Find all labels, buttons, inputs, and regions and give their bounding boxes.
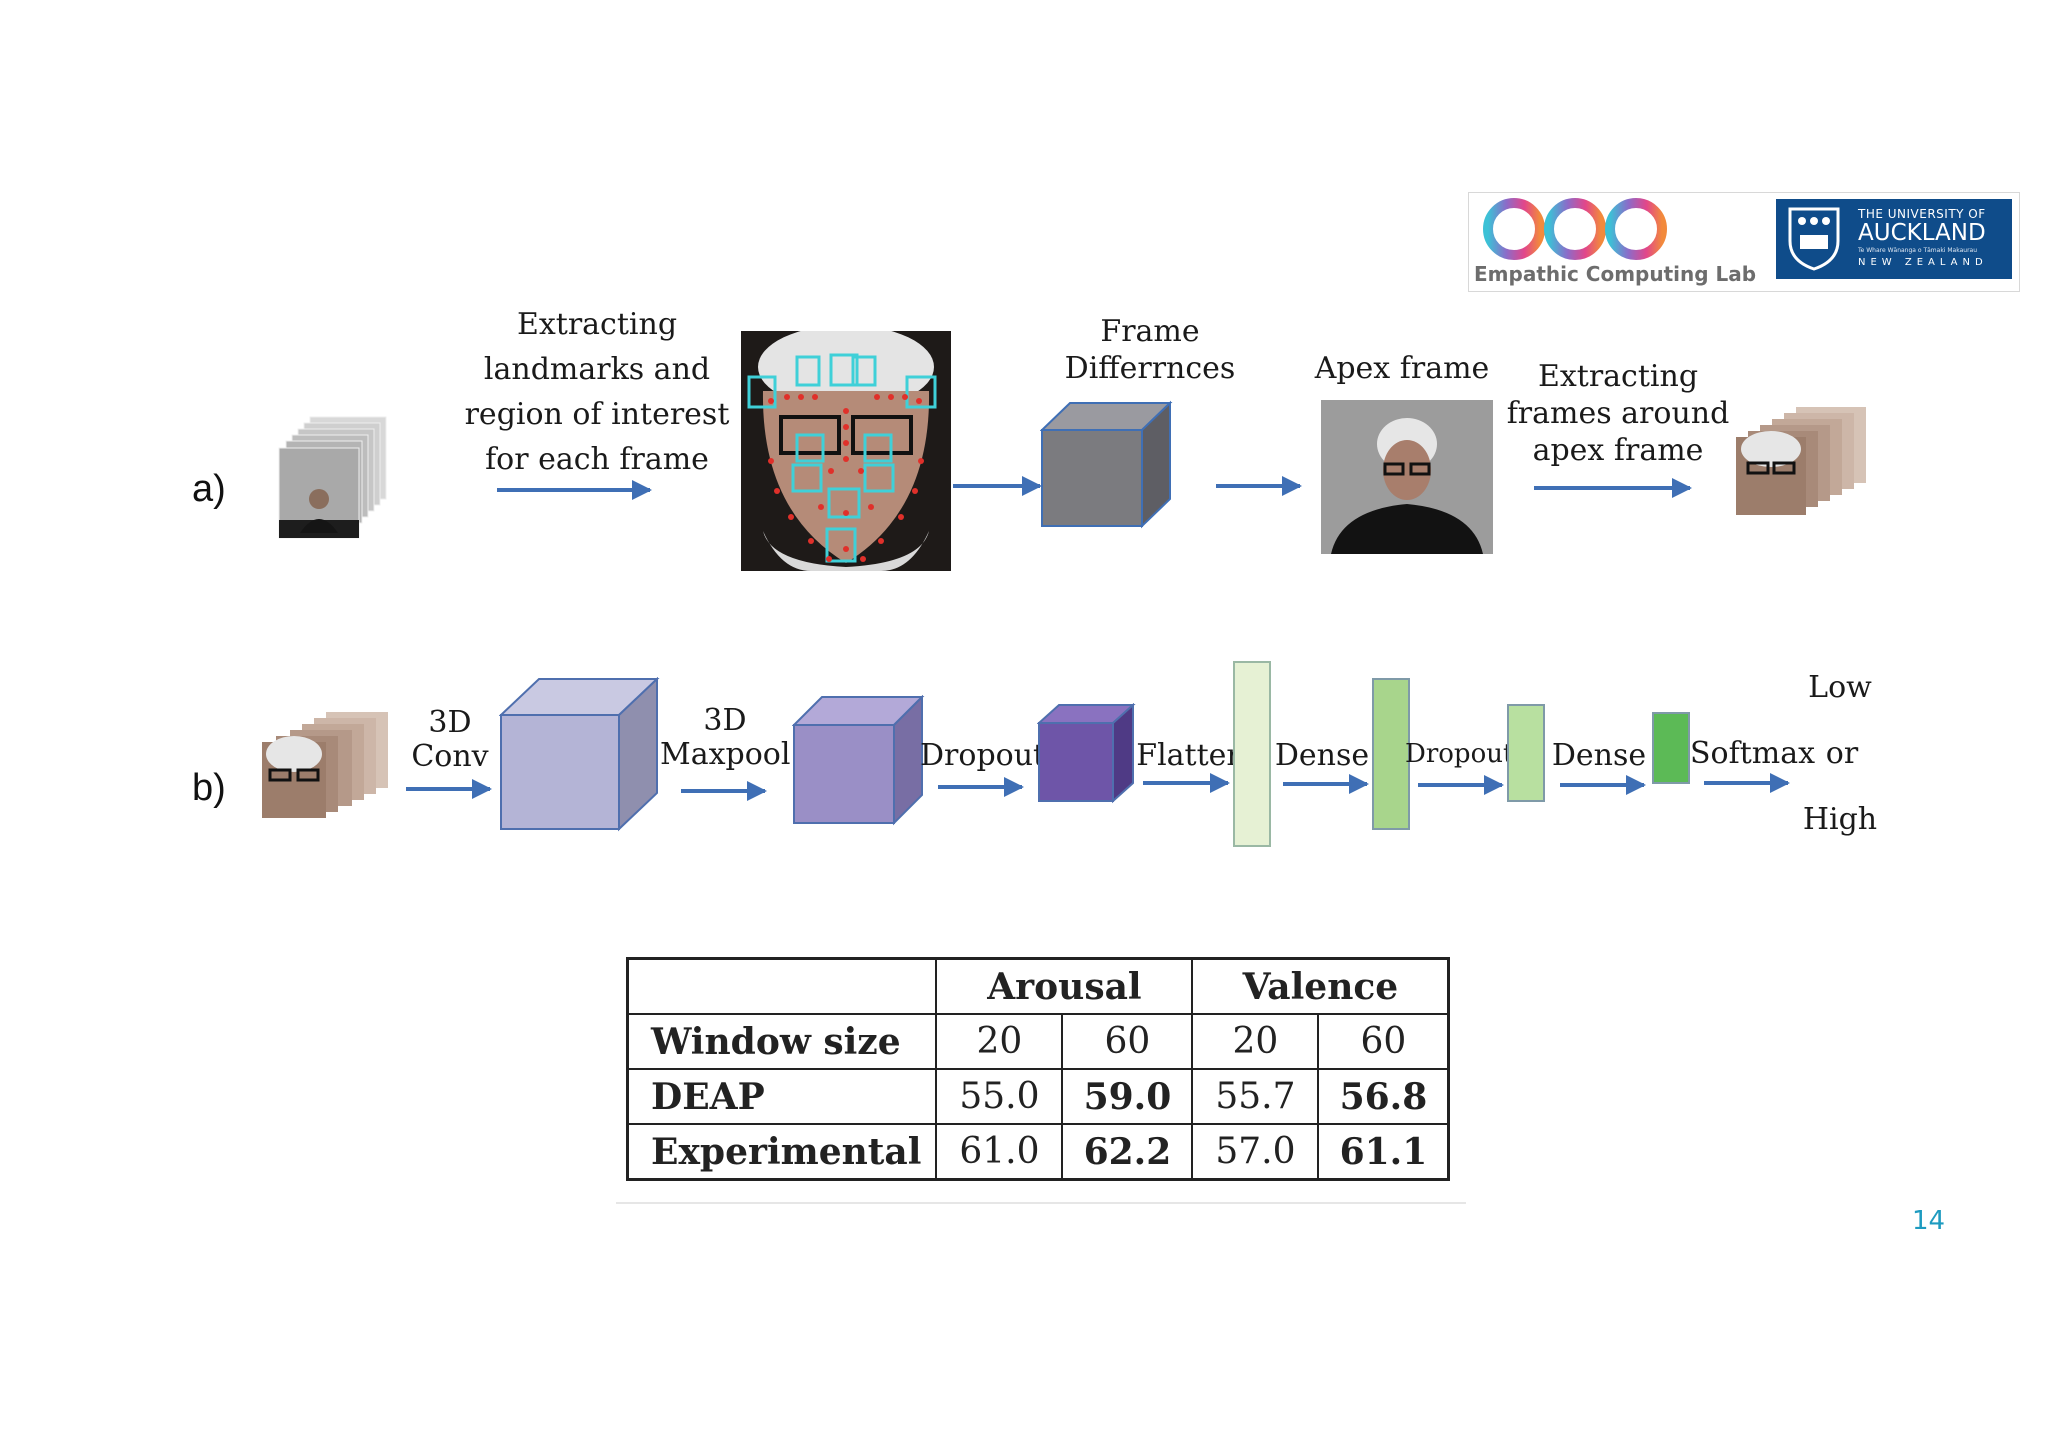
row-a-label: a) xyxy=(192,468,226,510)
face-landmarks-image xyxy=(741,331,951,571)
table-divider xyxy=(616,1202,1466,1204)
dropout1-label: Dropout xyxy=(920,738,1046,773)
apex-frame-image xyxy=(1321,400,1493,554)
crest-icon xyxy=(1788,207,1840,271)
table-cell: 20 xyxy=(1191,1013,1320,1070)
table-cell: 55.0 xyxy=(935,1068,1064,1125)
university-line4: NEW ZEALAND xyxy=(1858,257,1988,268)
table-header-row: Arousal Valence xyxy=(626,957,1450,1015)
valence-header: Valence xyxy=(1191,957,1450,1015)
table-row: Window size 20 60 20 60 xyxy=(626,1013,1450,1070)
infinity-loops-logo-icon xyxy=(1483,198,1667,260)
row-header: DEAP xyxy=(626,1068,938,1125)
roi-boxes xyxy=(747,353,937,563)
table-cell: 61.0 xyxy=(935,1123,1064,1181)
page-number: 14 xyxy=(1912,1206,1946,1236)
frame-differences-label: Frame Differrnces xyxy=(1064,314,1236,386)
table-cell: 60 xyxy=(1061,1013,1194,1070)
conv3d-block xyxy=(499,677,660,832)
frame-diff-cube xyxy=(1040,400,1173,529)
input-frames-stack xyxy=(262,712,388,818)
softmax-layer xyxy=(1652,712,1690,784)
results-table: Arousal Valence Window size 20 60 20 60 … xyxy=(626,957,1451,1181)
table-cell: 59.0 xyxy=(1061,1068,1194,1125)
maxpool-block xyxy=(792,695,925,826)
table-cell: 56.8 xyxy=(1317,1068,1450,1125)
flatten-label: Flatten xyxy=(1136,738,1246,773)
conv-label: 3D Conv xyxy=(411,705,489,774)
table-cell: 55.7 xyxy=(1191,1068,1320,1125)
university-line1: THE UNIVERSITY OF xyxy=(1858,207,1986,221)
apex-frames-stack xyxy=(1736,407,1866,515)
university-line3: Te Whare Wānanga o Tāmaki Makaurau xyxy=(1858,247,1978,254)
table-corner-cell xyxy=(626,957,938,1015)
university-line2: AUCKLAND xyxy=(1858,220,1986,246)
arousal-header: Arousal xyxy=(935,957,1194,1015)
output-or-label: or xyxy=(1825,736,1859,771)
landmark-dots xyxy=(768,394,924,562)
table-cell: 61.1 xyxy=(1317,1123,1450,1181)
softmax-label: Softmax xyxy=(1690,736,1816,771)
extract-apex-frames-label: Extracting frames around apex frame xyxy=(1506,359,1730,468)
video-frames-stack xyxy=(278,416,387,539)
maxpool-label: 3D Maxpool xyxy=(660,703,791,772)
dense1-label: Dense xyxy=(1274,738,1370,773)
table-cell: 60 xyxy=(1317,1013,1450,1070)
output-high-label: High xyxy=(1802,802,1878,837)
dropout-block xyxy=(1037,703,1136,804)
flatten-layer xyxy=(1233,661,1271,847)
apex-frame-label: Apex frame xyxy=(1314,351,1490,386)
dropout2-layer xyxy=(1507,704,1545,802)
dense2-label: Dense xyxy=(1551,738,1647,773)
dense1-layer xyxy=(1372,678,1410,830)
row-b-label: b) xyxy=(192,767,226,809)
row-header: Window size xyxy=(626,1013,938,1070)
table-row: DEAP 55.0 59.0 55.7 56.8 xyxy=(626,1068,1450,1125)
row-header: Experimental xyxy=(626,1123,938,1181)
output-low-label: Low xyxy=(1808,670,1872,705)
extract-landmarks-label: Extracting landmarks and region of inter… xyxy=(464,307,730,477)
table-cell: 62.2 xyxy=(1061,1123,1194,1181)
table-cell: 57.0 xyxy=(1191,1123,1320,1181)
table-cell: 20 xyxy=(935,1013,1064,1070)
dropout2-label: Dropout xyxy=(1405,739,1514,769)
table-row: Experimental 61.0 62.2 57.0 61.1 xyxy=(626,1123,1450,1181)
lab-name: Empathic Computing Lab xyxy=(1474,262,1757,286)
